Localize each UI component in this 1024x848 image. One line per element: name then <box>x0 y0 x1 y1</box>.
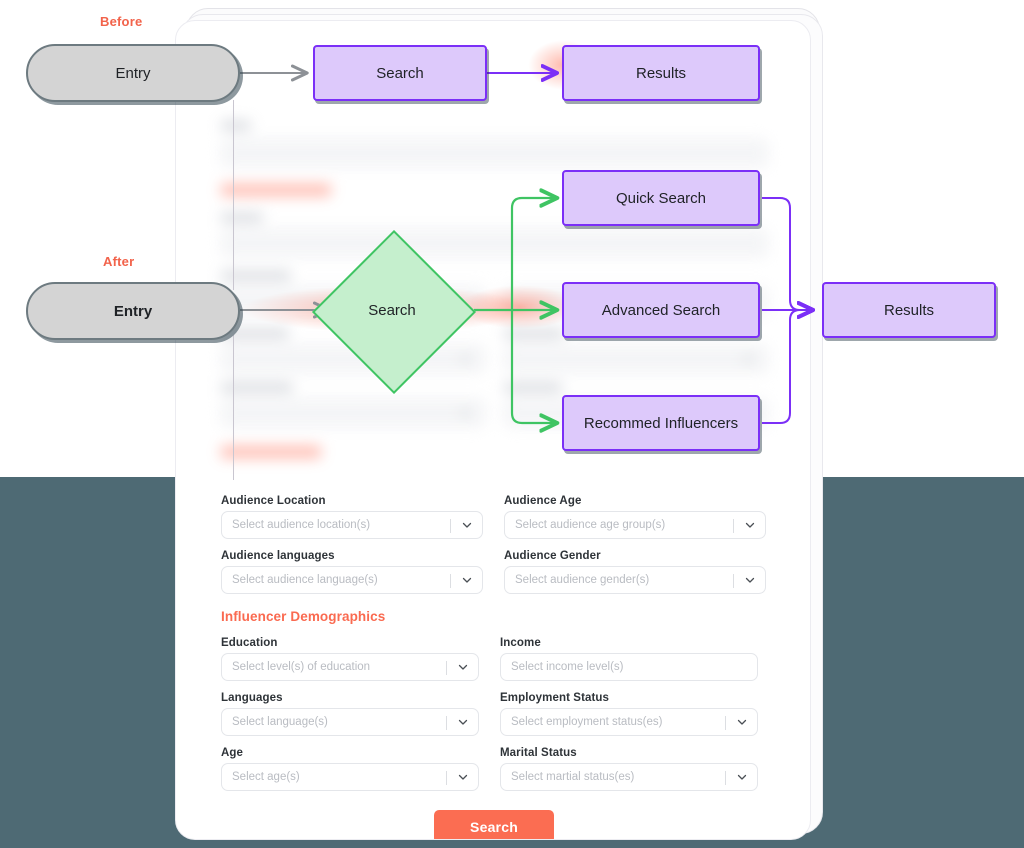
field-divider <box>446 661 447 675</box>
highlight-glow <box>460 285 580 329</box>
chevron-down-icon[interactable] <box>744 574 756 586</box>
node-before-search[interactable]: Search <box>313 45 487 101</box>
field-marital-status[interactable]: Select martial status(es) <box>500 763 758 791</box>
field-label-income: Income <box>500 637 541 649</box>
node-label: Advanced Search <box>601 301 721 319</box>
field-age[interactable]: Select age(s) <box>221 763 479 791</box>
chevron-down-icon[interactable] <box>736 771 748 783</box>
node-label: Recommed Influencers <box>583 414 739 432</box>
node-label: Search <box>376 64 424 82</box>
field-placeholder: Select audience location(s) <box>232 519 371 531</box>
node-after-quick-search[interactable]: Quick Search <box>562 170 760 226</box>
node-before-entry[interactable]: Entry <box>26 44 240 102</box>
field-audience-languages[interactable]: Select audience language(s) <box>221 566 483 594</box>
field-placeholder: Select level(s) of education <box>232 661 371 673</box>
field-label-age: Age <box>221 747 244 759</box>
field-divider <box>450 574 451 588</box>
guide-line <box>233 100 234 290</box>
field-label-audience-age: Audience Age <box>504 495 582 507</box>
chevron-down-icon[interactable] <box>457 661 469 673</box>
field-label-marital-status: Marital Status <box>500 747 577 759</box>
field-label-languages: Languages <box>221 692 283 704</box>
field-divider <box>725 771 726 785</box>
search-filters-card: Audience Location Select audience locati… <box>175 20 811 840</box>
node-after-recommend-influencers[interactable]: Recommed Influencers <box>562 395 760 451</box>
field-label-audience-location: Audience Location <box>221 495 326 507</box>
field-divider <box>446 771 447 785</box>
node-before-results[interactable]: Results <box>562 45 760 101</box>
node-after-results[interactable]: Results <box>822 282 996 338</box>
field-placeholder: Select income level(s) <box>511 661 624 673</box>
edge-search-quick <box>510 198 556 310</box>
field-placeholder: Select employment status(es) <box>511 716 663 728</box>
field-divider <box>446 716 447 730</box>
node-after-entry[interactable]: Entry <box>26 282 240 340</box>
field-label-audience-gender: Audience Gender <box>504 550 601 562</box>
field-audience-location[interactable]: Select audience location(s) <box>221 511 483 539</box>
node-label: Entry <box>115 64 151 82</box>
node-label: Quick Search <box>615 189 707 207</box>
edge-quick-results <box>762 197 812 310</box>
field-languages[interactable]: Select language(s) <box>221 708 479 736</box>
badge-before: Before <box>100 14 143 29</box>
search-button[interactable]: Search <box>434 810 554 839</box>
field-divider <box>450 519 451 533</box>
field-audience-gender[interactable]: Select audience gender(s) <box>504 566 766 594</box>
node-after-advanced-search[interactable]: Advanced Search <box>562 282 760 338</box>
field-placeholder: Select language(s) <box>232 716 328 728</box>
field-income[interactable]: Select income level(s) <box>500 653 758 681</box>
chevron-down-icon[interactable] <box>744 519 756 531</box>
field-label-audience-languages: Audience languages <box>221 550 335 562</box>
field-employment-status[interactable]: Select employment status(es) <box>500 708 758 736</box>
field-audience-age[interactable]: Select audience age group(s) <box>504 511 766 539</box>
chevron-down-icon[interactable] <box>461 574 473 586</box>
badge-after: After <box>103 254 135 269</box>
field-placeholder: Select audience language(s) <box>232 574 378 586</box>
field-label-employment-status: Employment Status <box>500 692 610 704</box>
field-divider <box>725 716 726 730</box>
field-divider <box>733 519 734 533</box>
node-label: Results <box>883 301 935 319</box>
chevron-down-icon[interactable] <box>457 716 469 728</box>
edge-recommend-results <box>762 310 812 424</box>
node-label: Entry <box>113 302 153 320</box>
chevron-down-icon[interactable] <box>461 519 473 531</box>
field-placeholder: Select martial status(es) <box>511 771 635 783</box>
field-education[interactable]: Select level(s) of education <box>221 653 479 681</box>
field-divider <box>733 574 734 588</box>
field-placeholder: Select audience age group(s) <box>515 519 666 531</box>
field-placeholder: Select audience gender(s) <box>515 574 650 586</box>
chevron-down-icon[interactable] <box>736 716 748 728</box>
node-label: Search <box>368 301 416 319</box>
node-label: Results <box>635 64 687 82</box>
section-heading-influencer-demographics: Influencer Demographics <box>221 609 386 624</box>
guide-line <box>233 335 234 480</box>
field-label-education: Education <box>221 637 278 649</box>
edge-search-recommend <box>510 310 556 423</box>
chevron-down-icon[interactable] <box>457 771 469 783</box>
field-placeholder: Select age(s) <box>232 771 300 783</box>
